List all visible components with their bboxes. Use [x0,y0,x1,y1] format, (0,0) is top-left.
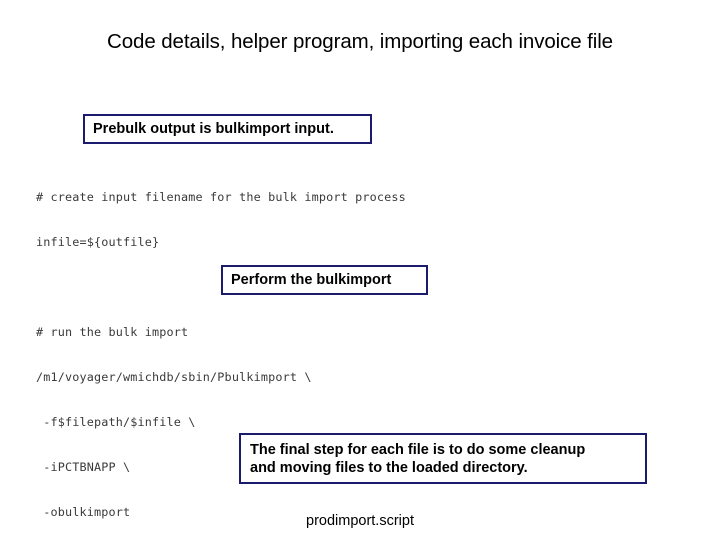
code-block: # create input filename for the bulk imp… [36,160,456,550]
code-line: # create input filename for the bulk imp… [36,190,406,204]
callout-prebulk: Prebulk output is bulkimport input. [83,114,372,144]
code-line: # run the bulk import [36,325,189,339]
callout-final-step: The final step for each file is to do so… [239,433,647,484]
code-line: -obulkimport [36,505,131,519]
code-line: infile=${outfile} [36,235,160,249]
callout-final-line-1: The final step for each file is to do so… [250,442,586,458]
callout-perform-bulkimport: Perform the bulkimport [221,265,428,295]
code-line: /m1/voyager/wmichdb/sbin/Pbulkimport \ [36,370,312,384]
page-title: Code details, helper program, importing … [107,30,613,53]
code-line: -f$filepath/$infile \ [36,415,196,429]
footer-caption: prodimport.script [306,513,414,529]
code-line: -iPCTBNAPP \ [36,460,131,474]
callout-final-line-2: and moving files to the loaded directory… [250,460,528,476]
